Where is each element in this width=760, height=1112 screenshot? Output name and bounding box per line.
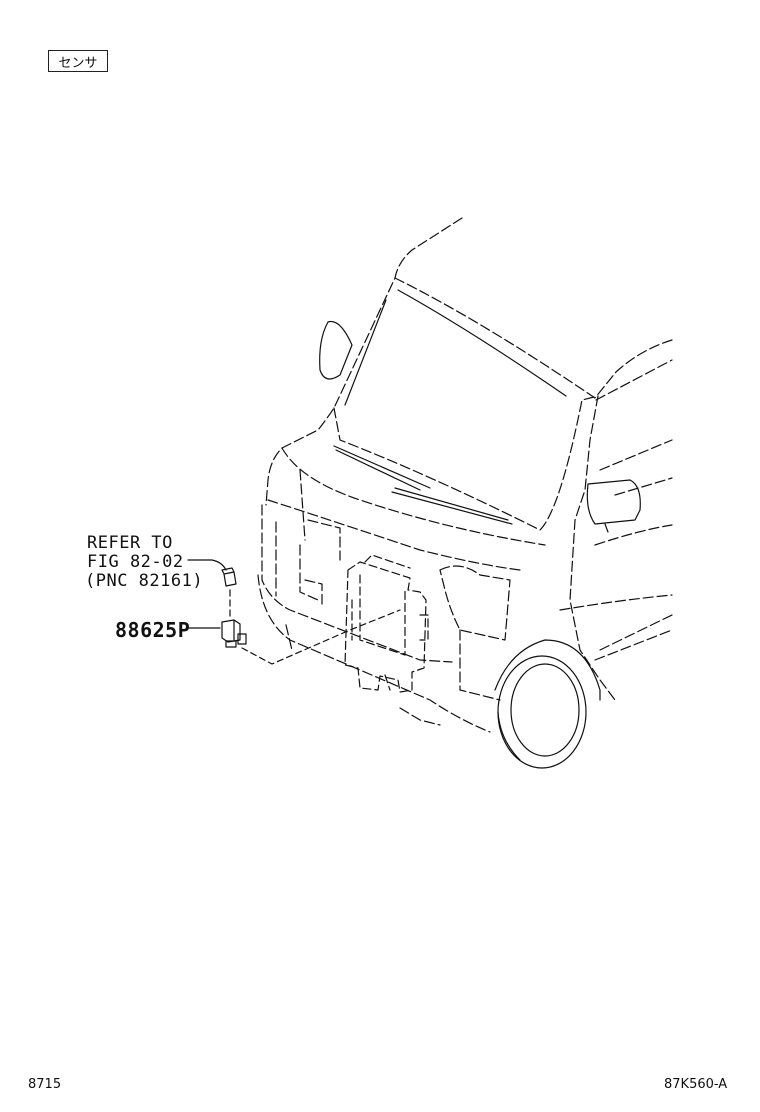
section-title-box: センサ: [48, 50, 108, 72]
vehicle-body-outline: [257, 217, 673, 733]
ecu-bracket: [344, 554, 429, 693]
leader-lines: [187, 559, 401, 665]
connector: [221, 567, 237, 587]
refer-note-line1: REFER TO: [87, 533, 173, 553]
section-title: センサ: [58, 55, 98, 71]
part-number-label: 88625P: [115, 618, 191, 642]
footer-right-code: 87K560-A: [664, 1077, 728, 1092]
footer-left-code: 8715: [28, 1077, 62, 1092]
refer-note-line3: (PNC 82161): [85, 571, 204, 591]
front-wheel: [497, 655, 587, 769]
refer-note-line2: FIG 82-02: [87, 552, 184, 572]
sensor-88625p: [221, 619, 247, 648]
